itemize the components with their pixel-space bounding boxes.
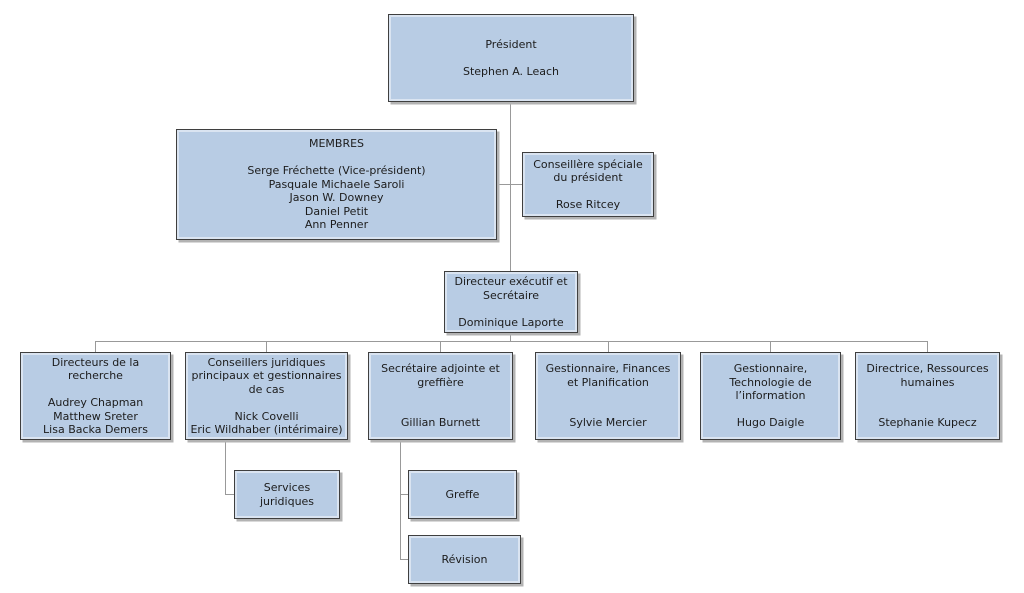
org-node-text-line: principaux et gestionnaires [191,369,342,382]
org-node-text-line: Secrétaire [482,288,539,302]
org-node-text-line: recherche [68,369,123,382]
org-node-text-line: Nick Covelli [234,409,299,423]
connector-membres-to-conseillere [497,184,522,185]
org-node-text-line: l’information [735,389,806,403]
org-node-text-line: Services [263,481,311,494]
connector-row-bus [95,341,928,342]
connector-stub-ressources [927,341,928,352]
connector-to-greffe [400,494,408,495]
org-node-text-line: MEMBRES [308,137,365,151]
org-node-text-line: de cas [248,382,285,396]
org-node-revision: Révision [408,535,521,584]
org-node-text-line: Daniel Petit [304,204,369,218]
org-node-text-line: Sylvie Mercier [569,416,647,430]
org-node-text-line: Matthew Sreter [53,409,138,423]
connector-stub-recherche [95,341,96,352]
org-node-text-line: Audrey Chapman [47,396,144,409]
org-node-text-line: juridiques [259,494,315,508]
connector-president-down [510,102,511,271]
org-node-text-line: et Planification [567,375,649,389]
org-node-text-line: Conseillère spéciale [533,157,643,171]
org-node-text-line: Gillian Burnett [400,416,481,430]
org-node-text-line: humaines [900,375,955,389]
org-node-text-line: Révision [441,552,488,566]
org-node-text-line: Stephanie Kupecz [878,416,977,430]
connector-to-revision [400,559,408,560]
org-node-text-line: Directeur exécutif et [454,275,568,288]
connector-to-services-juridiques [225,494,234,495]
org-node-text-line: Technologie de [729,375,812,389]
org-node-text-line: Serge Fréchette (Vice-président) [247,164,426,178]
connector-stub-finances [608,341,609,352]
org-node-text-line: Greffe [445,487,480,501]
org-node-text-line: Eric Wildhaber (intérimaire) [190,423,343,436]
org-node-text-line: Gestionnaire, Finances [545,362,671,376]
org-node-text-line: Jason W. Downey [289,191,384,205]
org-node-text-line: Ann Penner [304,218,369,232]
org-node-text-line: Directeurs de la [51,355,140,369]
org-node-text-line: Lisa Backa Demers [43,423,148,436]
org-node-membres: MEMBRES Serge Fréchette (Vice-président)P… [176,129,497,240]
org-node-text-line: Rose Ritcey [555,198,621,211]
org-node-text-line: Hugo Daigle [736,416,805,430]
org-node-text-line: greffière [417,375,464,389]
org-node-text-line: Président [485,37,537,51]
connector-stub-secretaire [440,341,441,352]
org-node-text-line: Dominique Laporte [458,315,564,329]
connector-stub-technologie [770,341,771,352]
org-node-greffe: Greffe [408,470,517,519]
connector-juridiques-down [225,440,226,495]
connector-stub-juridiques [266,341,267,352]
org-node-text-line: Secrétaire adjointe et [381,362,500,376]
org-node-text-line: Directrice, Ressources [866,362,989,376]
org-node-text-line: Conseillers juridiques [207,355,326,369]
connector-directeur-down [510,333,511,342]
org-node-text-line: Pasquale Michaele Saroli [268,177,405,191]
org-node-text-line: Stephen A. Leach [462,64,560,78]
org-node-text-line: Gestionnaire, [733,362,808,376]
connector-secretaire-hang-down [400,440,401,560]
org-node-text-line: du président [553,171,623,184]
